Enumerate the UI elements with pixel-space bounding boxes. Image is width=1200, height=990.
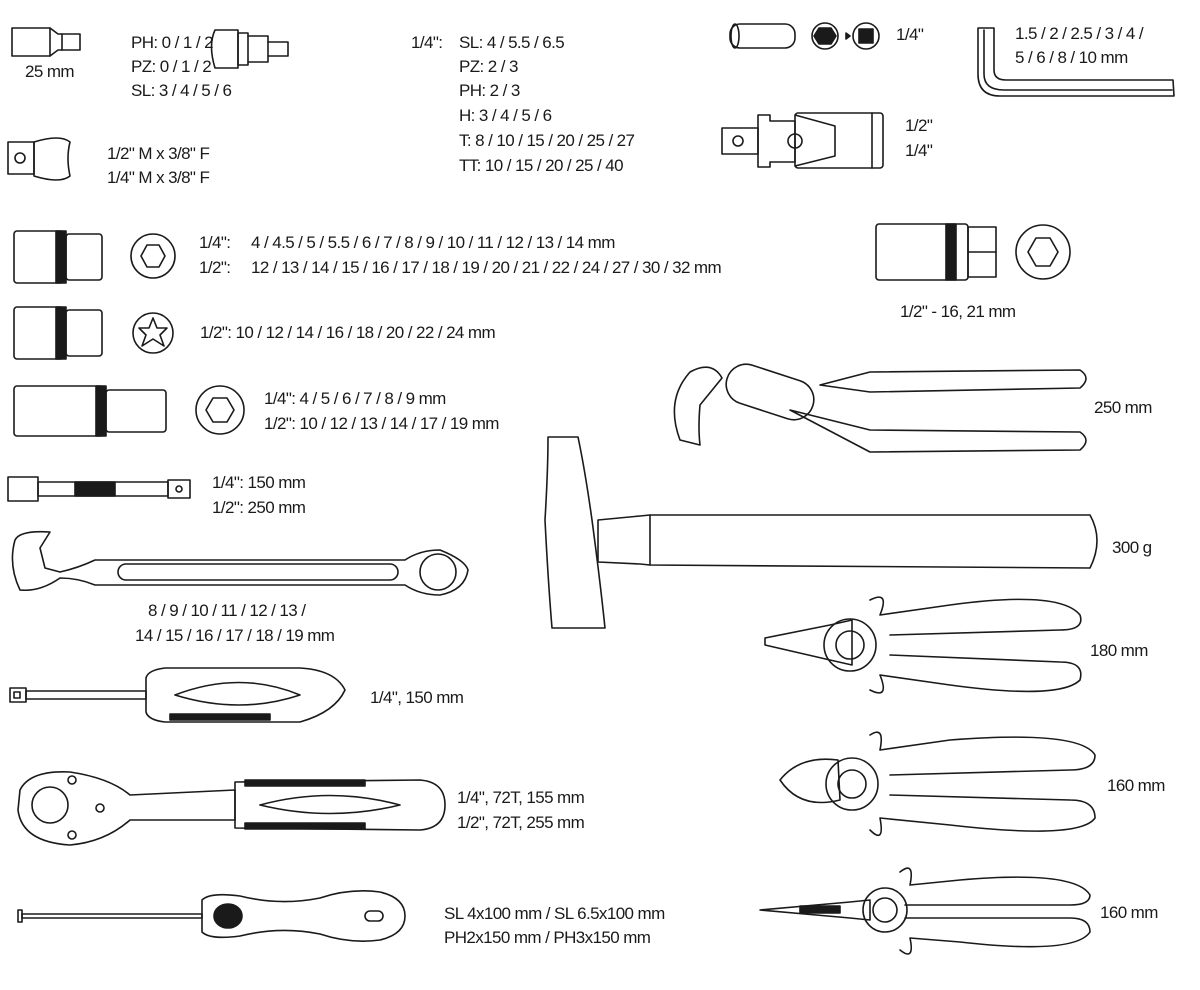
- diagonal-cutters-icon: [779, 731, 1096, 837]
- bit-sockets-line: TT: 10 / 15 / 20 / 25 / 40: [459, 156, 624, 175]
- extensions-line: 1/2": 250 mm: [212, 498, 306, 517]
- universal-joint-line: 1/2": [905, 116, 933, 135]
- hex-keys-line: 1.5 / 2 / 2.5 / 3 / 4 /: [1015, 24, 1144, 43]
- extension-bar-icon: [7, 476, 191, 502]
- bits-line: PH: 0 / 1 / 2: [131, 33, 214, 52]
- universal-joint-line: 1/4": [905, 141, 933, 160]
- screwdrivers-line: PH2x150 mm / PH3x150 mm: [444, 928, 651, 947]
- diagonal-cutters-label: 160 mm: [1107, 776, 1165, 795]
- adapter-line: 1/2" M x 3/8" F: [107, 144, 210, 163]
- wrenches-line: 8 / 9 / 10 / 11 / 12 / 13 /: [148, 601, 306, 620]
- combination-pliers-label: 180 mm: [1090, 641, 1148, 660]
- long-nose-pliers-icon: [759, 867, 1091, 955]
- bits-length: 25 mm: [25, 62, 75, 81]
- bit-sockets-drive: 1/4":: [411, 33, 443, 52]
- bit-adapter-icon: [729, 22, 880, 50]
- hex-sockets-sizes: 12 / 13 / 14 / 15 / 16 / 17 / 18 / 19 / …: [251, 258, 722, 277]
- ratchets-line: 1/4", 72T, 155 mm: [457, 788, 585, 807]
- bits-line: SL: 3 / 4 / 5 / 6: [131, 81, 232, 100]
- extensions-line: 1/4": 150 mm: [212, 473, 306, 492]
- universal-joint-icon: [721, 112, 884, 169]
- socket-adapter-icon: [7, 137, 71, 181]
- long-nose-pliers-label: 160 mm: [1100, 903, 1158, 922]
- deep-sockets-line: 1/4": 4 / 5 / 6 / 7 / 8 / 9 mm: [264, 389, 446, 408]
- bit-sockets-line: PZ: 2 / 3: [459, 57, 518, 76]
- ratchet-icon: [17, 771, 446, 846]
- ratchets-line: 1/2", 72T, 255 mm: [457, 813, 585, 832]
- screwdriver-bit-icon: [11, 27, 81, 57]
- screwdriver-icon: [17, 890, 406, 942]
- hex-sockets-sizes: 4 / 4.5 / 5 / 5.5 / 6 / 7 / 8 / 9 / 10 /…: [251, 233, 615, 252]
- torx-sockets-label: 1/2": 10 / 12 / 14 / 16 / 18 / 20 / 22 /…: [200, 323, 496, 342]
- spinner-handle-label: 1/4", 150 mm: [370, 688, 464, 707]
- spark-plug-socket-icon: [875, 223, 1071, 281]
- hex-sockets-drive: 1/2":: [199, 258, 231, 277]
- bit-socket-icon: [210, 29, 289, 69]
- bit-sockets-line: H: 3 / 4 / 5 / 6: [459, 106, 552, 125]
- hex-key-icon: [977, 27, 1175, 97]
- hex-socket-icon: [13, 230, 176, 284]
- bit-sockets-line: T: 8 / 10 / 15 / 20 / 25 / 27: [459, 131, 635, 150]
- hammer-icon: [544, 436, 1098, 629]
- water-pump-pliers-label: 250 mm: [1094, 398, 1152, 417]
- screwdrivers-line: SL 4x100 mm / SL 6.5x100 mm: [444, 904, 665, 923]
- combination-pliers-icon: [764, 596, 1082, 694]
- bit-sockets-line: SL: 4 / 5.5 / 6.5: [459, 33, 565, 52]
- wrenches-line: 14 / 15 / 16 / 17 / 18 / 19 mm: [135, 626, 335, 645]
- hex-sockets-drive: 1/4":: [199, 233, 231, 252]
- deep-sockets-line: 1/2": 10 / 12 / 13 / 14 / 17 / 19 mm: [264, 414, 499, 433]
- bit-sockets-line: PH: 2 / 3: [459, 81, 520, 100]
- torx-socket-icon: [13, 306, 174, 360]
- bits-line: PZ: 0 / 1 / 2: [131, 57, 212, 76]
- combination-wrench-icon: [11, 530, 469, 596]
- spinner-handle-icon: [9, 667, 346, 723]
- hammer-label: 300 g: [1112, 538, 1152, 557]
- water-pump-pliers-icon: [673, 363, 1087, 453]
- adapter-line: 1/4" M x 3/8" F: [107, 168, 210, 187]
- bit-adapter-label: 1/4": [896, 25, 924, 44]
- hex-keys-line: 5 / 6 / 8 / 10 mm: [1015, 48, 1128, 67]
- spark-plug-socket-label: 1/2" - 16, 21 mm: [900, 302, 1016, 321]
- deep-socket-icon: [13, 385, 245, 437]
